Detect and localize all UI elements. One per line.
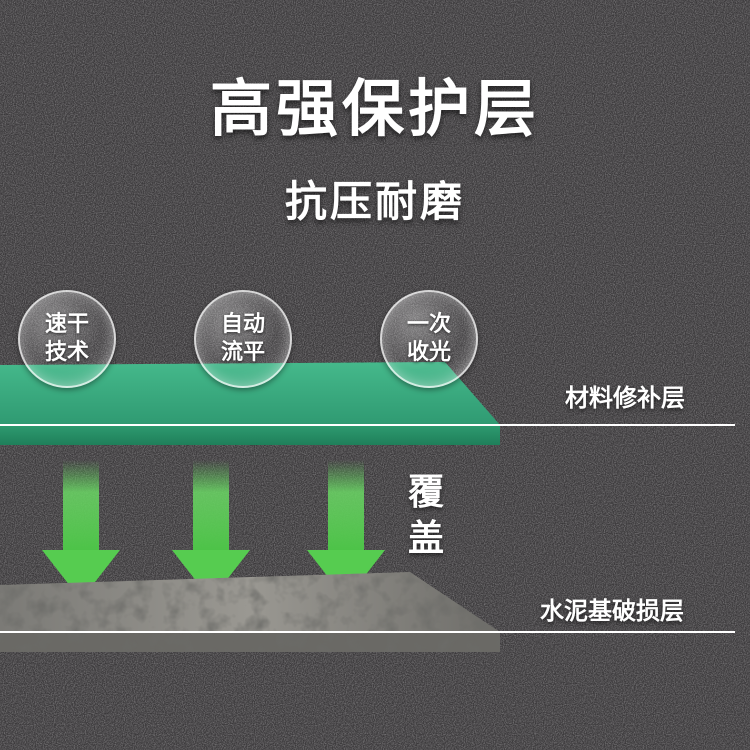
bubble-text: 流平 xyxy=(220,340,265,365)
bottom-layer-label: 水泥基破损层 xyxy=(540,597,684,625)
bubble-text: 一次 xyxy=(406,312,451,337)
cement-damaged-layer xyxy=(0,572,500,652)
cover-char: 盖 xyxy=(407,518,444,559)
material-repair-layer xyxy=(0,362,500,445)
bubble-text: 自动 xyxy=(220,312,265,337)
top-layer-label: 材料修补层 xyxy=(565,384,685,412)
cover-label: 覆 盖 xyxy=(403,470,449,562)
arrow-icon-1 xyxy=(42,460,120,600)
page-title: 高强保护层 xyxy=(209,72,540,145)
bubble-self-leveling: 自动 流平 xyxy=(194,290,292,388)
page-subtitle: 抗压耐磨 xyxy=(284,177,465,226)
arrow-icon-2 xyxy=(172,460,250,600)
bubble-text: 收光 xyxy=(406,340,451,365)
cover-char: 覆 xyxy=(407,472,444,513)
bubble-one-time-finish: 一次 收光 xyxy=(380,290,478,388)
bubble-quick-dry: 速干 技术 xyxy=(18,290,116,388)
bubble-text: 技术 xyxy=(44,340,89,365)
bubble-text: 速干 xyxy=(44,312,89,337)
